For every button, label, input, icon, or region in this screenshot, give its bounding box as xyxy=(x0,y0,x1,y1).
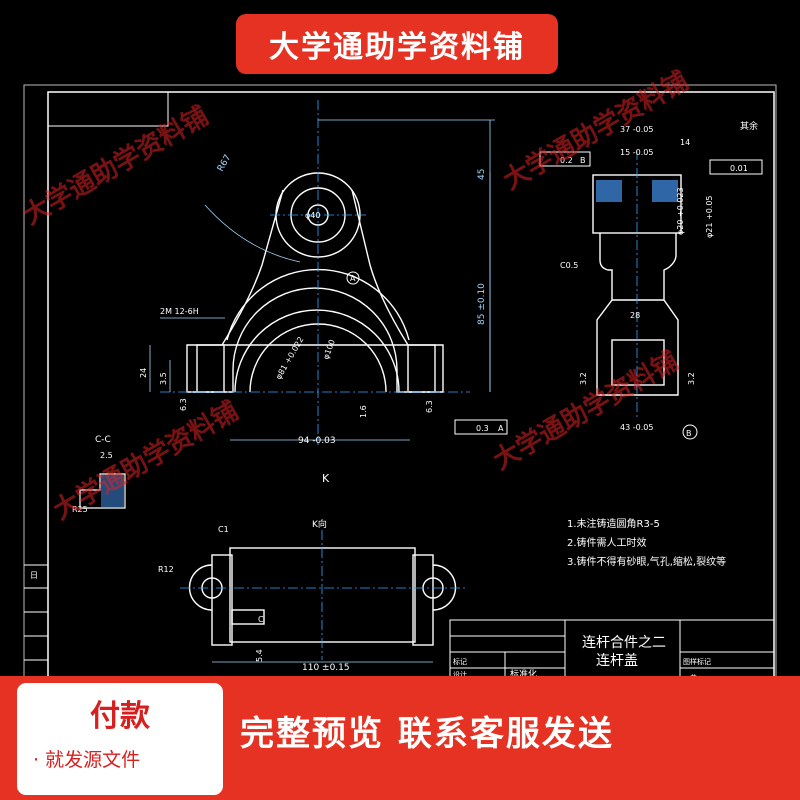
k-c-label: C xyxy=(258,615,264,624)
note-2: 2.铸件需人工时效 xyxy=(567,536,647,549)
ra-63-left: 6.3 xyxy=(179,398,188,411)
cc-dim-r25: R25 xyxy=(72,505,88,514)
tb-left-marker: 标记 xyxy=(453,657,467,666)
ra-63-right: 6.3 xyxy=(425,400,434,413)
datum-b-label: B xyxy=(686,429,692,438)
cc-detail xyxy=(79,473,126,509)
ra-32-left: 3.2 xyxy=(579,372,588,385)
tol-b-datum: B xyxy=(580,156,586,165)
k-54: 5.4 xyxy=(255,649,264,662)
datum-a-circle-label: A xyxy=(350,274,356,283)
datum-a-circle xyxy=(346,271,360,285)
cc-hatch xyxy=(101,475,124,507)
dim-d20: φ20 +0.023 xyxy=(676,187,685,235)
k-c1: C1 xyxy=(218,525,229,534)
front-centerlines xyxy=(160,100,470,445)
dim-85: 85 ±0.10 xyxy=(477,283,487,325)
note-1: 1.未注铸造圆角R3-5 xyxy=(567,517,660,530)
dim-c05: C0.5 xyxy=(560,261,578,270)
side-label-day: 日 xyxy=(30,571,38,580)
note-3: 3.铸件不得有砂眼,气孔,缩松,裂纹等 xyxy=(567,555,726,568)
cc-label: C-C xyxy=(95,435,111,445)
tol-b-value: 0.2 xyxy=(560,156,573,165)
dim-w15: 15 -0.05 xyxy=(620,148,653,157)
watermark-4: 大学通助学资料铺 xyxy=(488,345,684,476)
tol-frame-b xyxy=(539,151,591,167)
dim-14: 14 xyxy=(680,138,690,147)
watermark-3: 大学通助学资料铺 xyxy=(48,395,244,526)
side-hatch-right xyxy=(652,180,678,202)
pay-title: 付款 xyxy=(90,699,150,734)
dim-45: 45 xyxy=(477,169,487,180)
tol-frame-parallel xyxy=(709,159,763,175)
ra-32-right: 3.2 xyxy=(687,372,696,385)
dim-r67: R67 xyxy=(216,153,234,173)
tb-design: 设计 xyxy=(453,670,467,679)
dim-w94: 94 -0.03 xyxy=(298,436,336,446)
pay-subtitle: · 就发源文件 xyxy=(33,749,141,771)
k-view xyxy=(188,547,457,646)
ra-16: 1.6 xyxy=(359,405,368,418)
drawing-outer-frame xyxy=(23,84,777,691)
dim-m12: 2M 12-6H xyxy=(160,307,199,316)
pay-box[interactable]: 付款 · 就发源文件 xyxy=(14,680,226,798)
tol-a-datum: A xyxy=(498,424,504,433)
dim-d81: φ81 +0.022 xyxy=(274,335,306,381)
top-banner: 大学通助学资料铺 xyxy=(236,14,558,74)
bottom-slogan: 完整预览 联系客服发送 xyxy=(240,714,614,754)
cc-dim-25: 2.5 xyxy=(100,451,113,460)
rest-roughness: 其余 xyxy=(740,120,758,132)
dim-d21: φ21 +0.05 xyxy=(705,195,714,238)
top-left-box xyxy=(47,91,169,127)
view-k-label: K xyxy=(322,472,330,485)
side-strip xyxy=(24,564,48,661)
dim-w37: 37 -0.05 xyxy=(620,125,653,134)
datum-b-circle xyxy=(682,424,698,440)
k-r12: R12 xyxy=(158,565,174,574)
k-view-label: K向 xyxy=(312,518,327,530)
dim-d40: φ40 xyxy=(305,211,320,220)
tol-frame-a xyxy=(454,419,508,435)
part-name-2: 连杆盖 xyxy=(596,653,638,669)
tb-right-marker: 图样标记 xyxy=(683,657,711,666)
part-name-1: 连杆合件之二 xyxy=(582,635,666,651)
tol-a-value: 0.3 xyxy=(476,424,489,433)
dim-d100: φ100 xyxy=(321,338,336,360)
side-hatch-left xyxy=(596,180,622,202)
title-block-grid xyxy=(449,619,775,688)
k-w110: 110 ±0.15 xyxy=(302,663,350,673)
tol-parallel-value: 0.01 xyxy=(730,164,748,173)
front-dim-lines xyxy=(149,119,495,441)
dim-24: 24 xyxy=(139,368,148,378)
dim-35: 3.5 xyxy=(159,372,168,385)
dim-w28: 28 xyxy=(630,311,640,320)
dim-w43: 43 -0.05 xyxy=(620,423,653,432)
front-view xyxy=(186,172,444,393)
